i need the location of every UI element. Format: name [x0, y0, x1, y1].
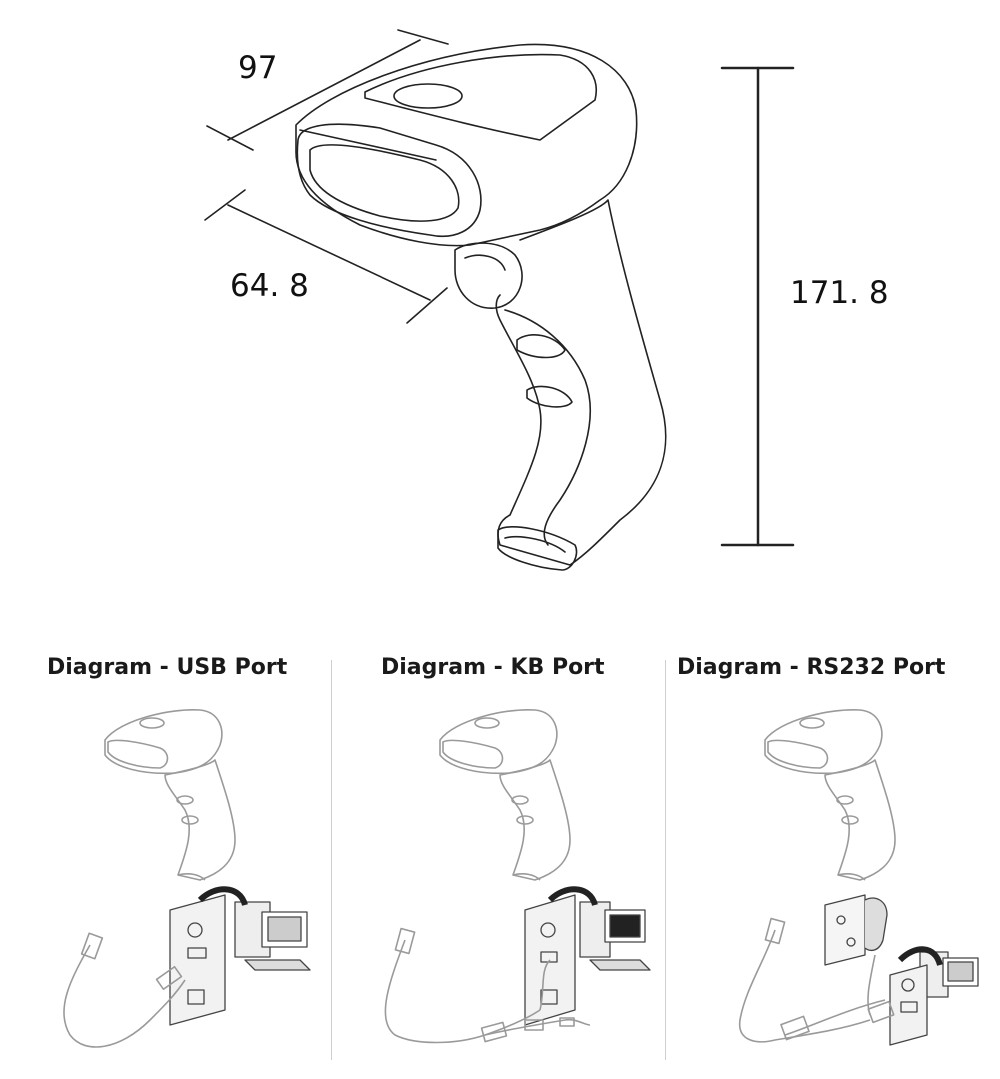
connection-arrow	[197, 886, 248, 907]
scanner-dimension-drawing	[204, 29, 795, 571]
depth-dimension-label: 64. 8	[230, 268, 309, 304]
usb-panel-title: Diagram - USB Port	[47, 655, 288, 680]
scanner-icon	[104, 708, 236, 881]
keyboard-wedge-cable	[384, 927, 591, 1044]
scanner-icon	[764, 708, 896, 881]
rs232-panel-title: Diagram - RS232 Port	[677, 655, 946, 680]
width-dimension-line	[206, 29, 449, 151]
kb-connection-diagram	[384, 708, 651, 1044]
kb-panel-title: Diagram - KB Port	[381, 655, 605, 680]
width-dimension-label: 97	[238, 50, 278, 86]
height-dimension-label: 171. 8	[790, 275, 889, 311]
panel-divider	[665, 660, 666, 1060]
computer-icon	[579, 901, 651, 971]
height-dimension-line	[720, 66, 795, 547]
computer-icon	[919, 951, 979, 998]
rs232-connection-diagram	[739, 708, 979, 1046]
scanner-icon	[439, 708, 571, 881]
usb-cable	[63, 932, 186, 1048]
port-panel	[169, 894, 226, 1026]
rs232-cable	[739, 917, 895, 1043]
connection-arrow	[547, 886, 598, 907]
port-panel	[889, 964, 928, 1046]
wall-outlet-icon	[824, 894, 888, 966]
depth-dimension-line	[204, 189, 448, 324]
connection-arrow	[897, 946, 943, 967]
usb-connection-diagram	[63, 708, 311, 1048]
panel-divider	[331, 660, 332, 1060]
barcode-scanner	[295, 43, 667, 571]
computer-icon	[234, 901, 311, 971]
